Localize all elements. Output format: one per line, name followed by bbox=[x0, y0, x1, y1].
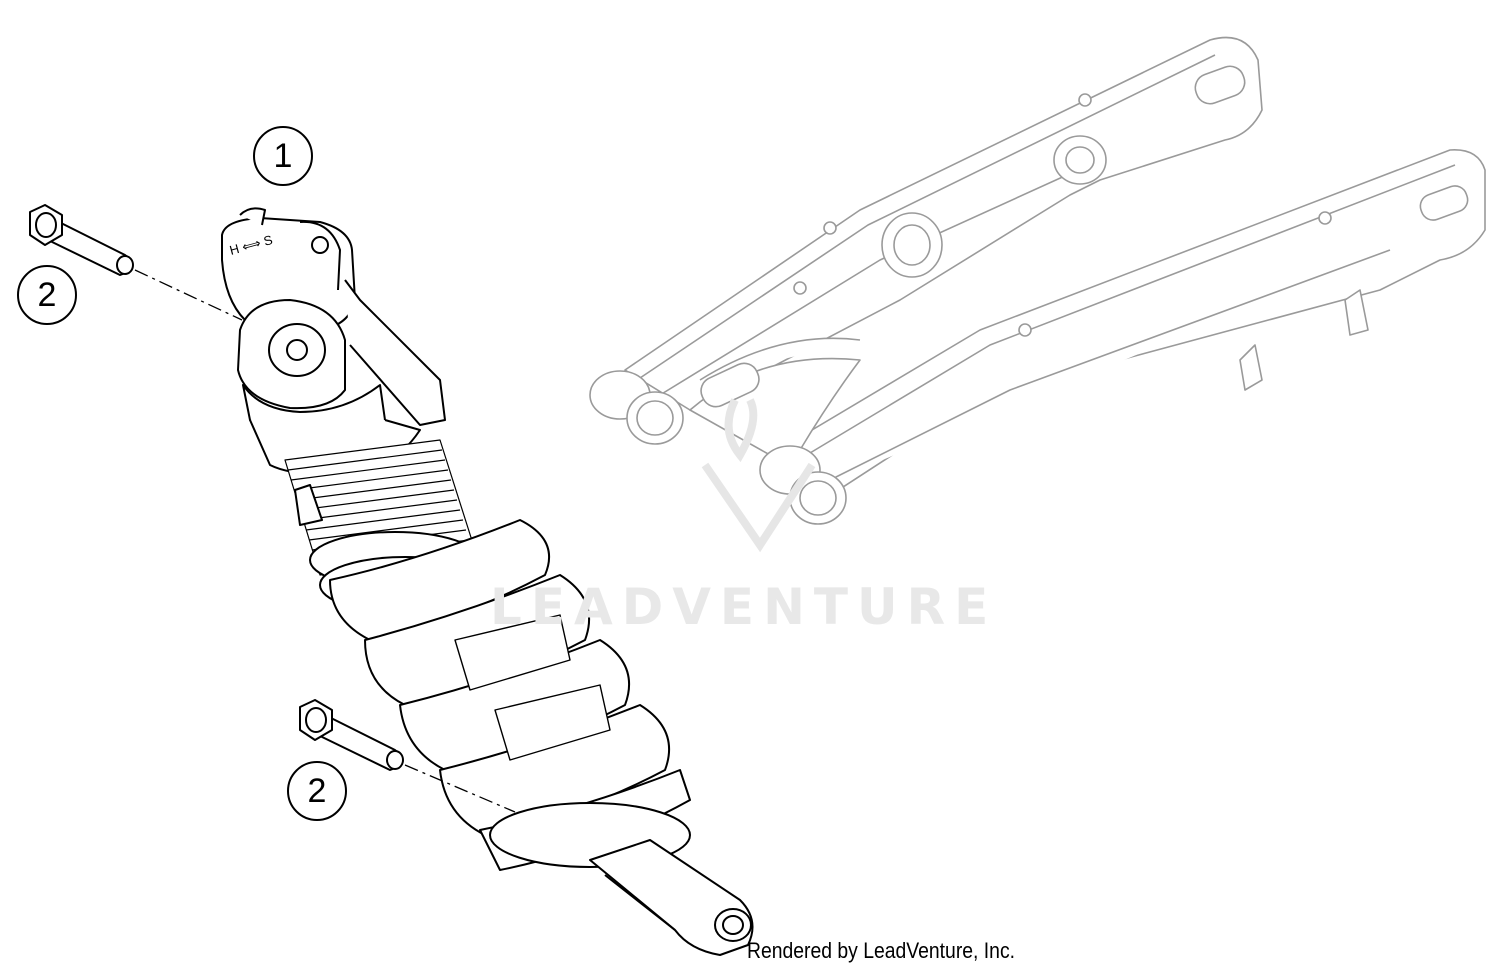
callout-shock-1[interactable]: 1 bbox=[253, 126, 313, 186]
callout-lower-bolt-2[interactable]: 2 bbox=[287, 761, 347, 821]
watermark-logo bbox=[701, 398, 816, 553]
callout-label: 1 bbox=[273, 136, 293, 175]
credit-text: Rendered by LeadVenture, Inc. bbox=[747, 938, 1016, 963]
lower-bolt bbox=[299, 699, 404, 771]
swingarm bbox=[589, 36, 1486, 525]
watermark-text: LEADVENTURE bbox=[490, 578, 998, 636]
leader-lines bbox=[134, 269, 516, 813]
callout-label: 2 bbox=[307, 771, 327, 810]
callout-upper-bolt-2[interactable]: 2 bbox=[17, 265, 77, 325]
callout-label: 2 bbox=[37, 275, 57, 314]
upper-bolt bbox=[29, 204, 134, 276]
shock-absorber bbox=[221, 207, 754, 956]
